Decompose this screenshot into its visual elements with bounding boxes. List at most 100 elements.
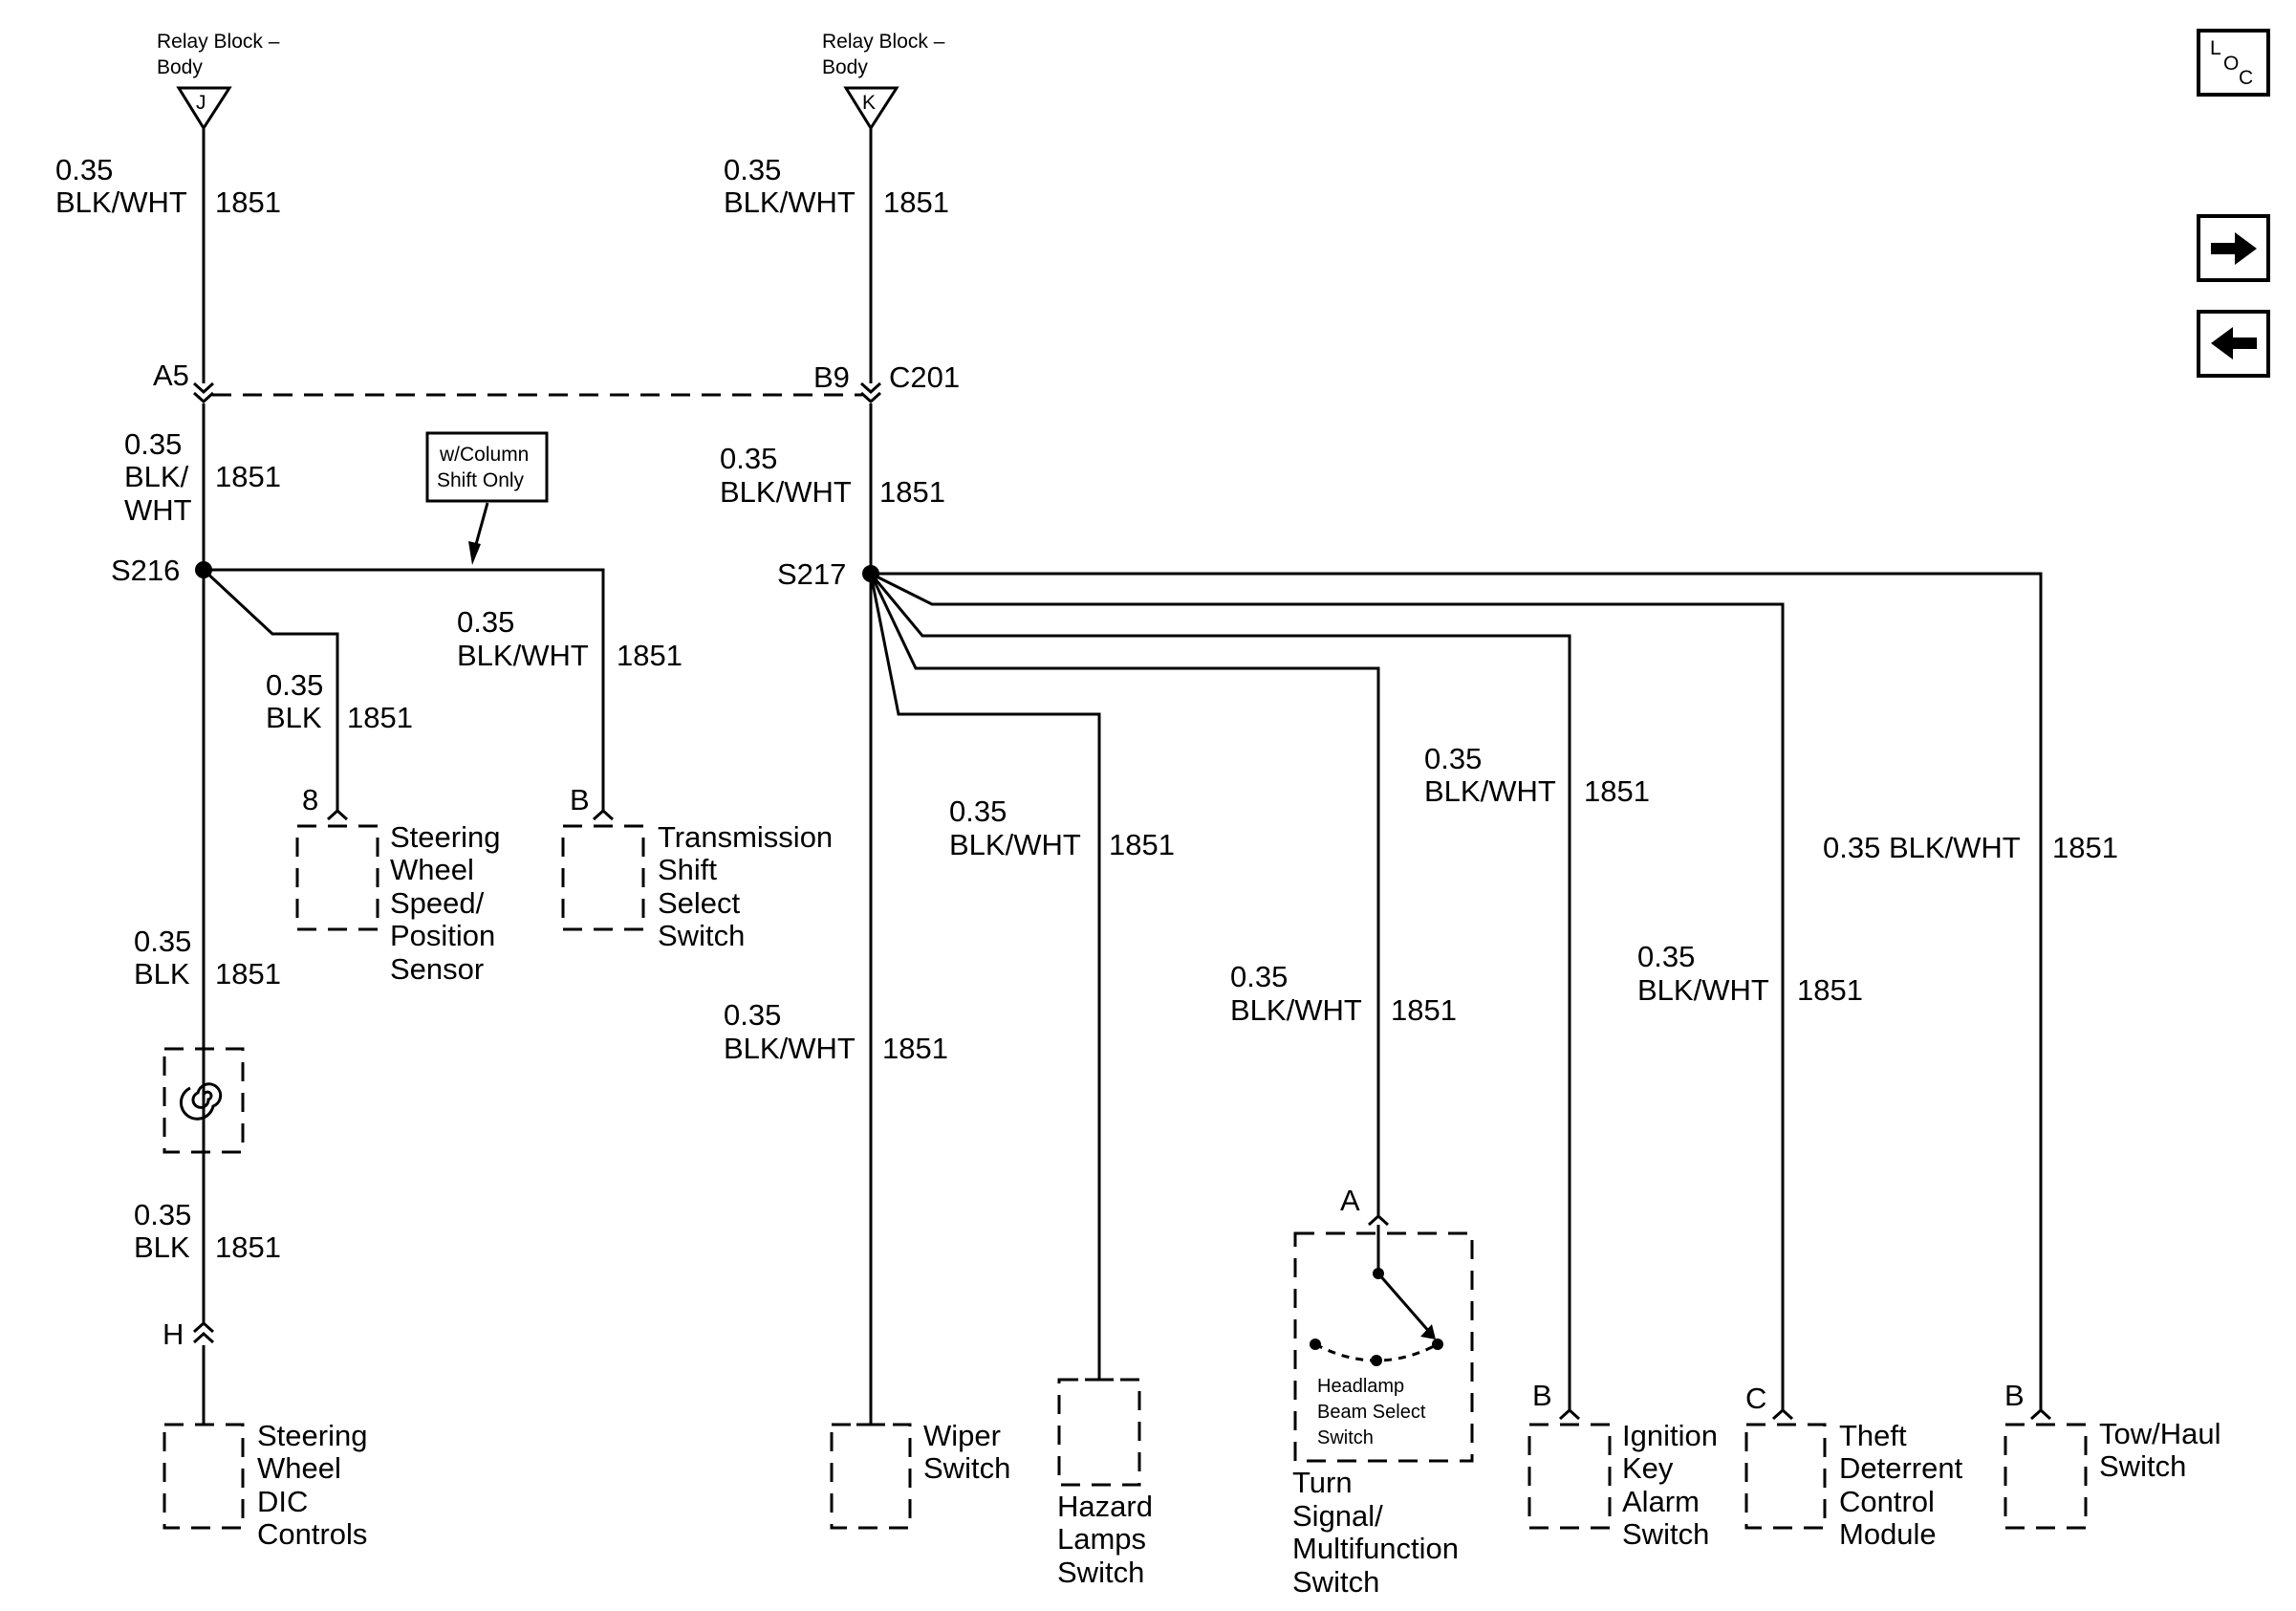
svg-text:0.35: 0.35	[134, 925, 191, 958]
arrow-left-icon	[2211, 327, 2257, 359]
svg-text:1851: 1851	[1584, 774, 1650, 808]
terminal-tow-haul	[2029, 1407, 2052, 1421]
pin-theft: C	[1745, 1382, 1766, 1415]
svg-text:0.35: 0.35	[1424, 742, 1482, 775]
arrow-right-icon	[2211, 232, 2257, 265]
c201-pin-b9: B9	[813, 360, 850, 394]
svg-text:Hazard: Hazard	[1057, 1490, 1153, 1523]
wire-label-w9: 0.35 BLK/WHT 1851	[724, 998, 948, 1065]
svg-text:Signal/: Signal/	[1292, 1499, 1383, 1533]
hazard-box	[1057, 1378, 1141, 1487]
wire-s216-to-trans-switch	[204, 568, 605, 811]
svg-text:1851: 1851	[215, 1230, 281, 1264]
c201-name: C201	[889, 360, 960, 394]
svg-text:1851: 1851	[1109, 828, 1175, 861]
svg-text:BLK/WHT: BLK/WHT	[1637, 973, 1769, 1007]
source-j-terminal-letter: J	[196, 92, 206, 114]
terminal-steering-sensor	[326, 808, 349, 821]
svg-text:Switch: Switch	[1317, 1427, 1374, 1448]
splice-s217-label: S217	[777, 557, 846, 591]
svg-text:1851: 1851	[215, 185, 281, 219]
svg-text:0.35: 0.35	[1637, 940, 1695, 973]
svg-text:Shift Only: Shift Only	[437, 469, 525, 491]
turn-signal-label: Turn Signal/ Multifunction Switch	[1292, 1466, 1459, 1599]
source-k-terminal	[843, 86, 899, 131]
svg-text:BLK: BLK	[134, 1230, 190, 1264]
svg-text:Key: Key	[1622, 1451, 1674, 1485]
c201-pin-a5: A5	[153, 359, 189, 392]
wire-label-w14: 0.35 BLK/WHT 1851	[1823, 831, 2118, 864]
svg-text:Theft: Theft	[1839, 1419, 1907, 1452]
svg-text:BLK/WHT: BLK/WHT	[724, 185, 856, 219]
svg-text:Alarm: Alarm	[1622, 1485, 1700, 1518]
svg-text:1851: 1851	[883, 185, 949, 219]
svg-text:Switch: Switch	[923, 1451, 1010, 1485]
svg-text:0.35: 0.35	[266, 668, 323, 702]
svg-text:BLK/WHT: BLK/WHT	[949, 828, 1081, 861]
svg-text:Module: Module	[1839, 1517, 1937, 1551]
svg-text:BLK/WHT: BLK/WHT	[720, 475, 852, 509]
wire-s217-to-ignition	[869, 573, 1571, 1410]
trans-switch-box	[561, 824, 645, 931]
svg-text:Switch: Switch	[1292, 1565, 1379, 1599]
source-j-terminal	[176, 86, 232, 131]
svg-text:1851: 1851	[1391, 993, 1457, 1027]
pin-trans-switch: B	[570, 783, 590, 816]
svg-text:0.35: 0.35	[457, 605, 514, 639]
wire-label-w4: 0.35 BLK/WHT 1851	[720, 442, 945, 509]
svg-text:BLK/WHT: BLK/WHT	[457, 639, 589, 672]
terminal-trans-switch	[592, 808, 615, 821]
wire-s217-to-hazard	[869, 573, 1101, 1380]
svg-text:Switch: Switch	[658, 919, 745, 952]
svg-text:1851: 1851	[617, 639, 682, 672]
ignition-label: Ignition Key Alarm Switch	[1622, 1419, 1718, 1551]
wire-s217-to-tow-haul	[871, 572, 2043, 1410]
wire-label-w3: 0.35 BLK/ WHT 1851	[124, 427, 281, 527]
svg-text:Wheel: Wheel	[257, 1451, 341, 1485]
svg-text:0.35: 0.35	[134, 1198, 191, 1231]
svg-text:Deterrent: Deterrent	[1839, 1451, 1963, 1485]
terminal-theft	[1771, 1407, 1794, 1421]
svg-text:0.35: 0.35	[55, 153, 113, 186]
svg-text:Select: Select	[658, 886, 741, 920]
svg-text:Controls: Controls	[257, 1517, 367, 1551]
svg-text:BLK/WHT: BLK/WHT	[1424, 774, 1556, 808]
dic-box	[162, 1423, 245, 1530]
svg-text:Wheel: Wheel	[390, 853, 474, 886]
wire-label-w12: 0.35 BLK/WHT 1851	[1424, 742, 1650, 808]
svg-text:Turn: Turn	[1292, 1466, 1353, 1499]
terminal-turn-signal	[1367, 1213, 1390, 1227]
loc-button[interactable]: L O C	[2197, 29, 2270, 97]
svg-text:1851: 1851	[879, 475, 945, 509]
svg-text:Headlamp: Headlamp	[1317, 1376, 1404, 1397]
svg-text:Speed/: Speed/	[390, 886, 485, 920]
svg-text:BLK: BLK	[134, 957, 190, 991]
svg-text:BLK: BLK	[266, 701, 322, 734]
turn-signal-box	[1293, 1231, 1474, 1463]
wire-s216-to-steering-sensor	[202, 568, 339, 811]
tow-haul-box	[2004, 1423, 2088, 1530]
svg-text:Sensor: Sensor	[390, 952, 484, 986]
steering-sensor-label: Steering Wheel Speed/ Position Sensor	[390, 820, 500, 986]
svg-text:BLK/: BLK/	[124, 460, 189, 493]
svg-text:WHT: WHT	[124, 493, 192, 527]
tow-haul-label: Tow/Haul Switch	[2099, 1417, 2221, 1483]
pin-steering-sensor: 8	[302, 783, 318, 816]
wire-label-w7: 0.35 BLK 1851	[134, 925, 281, 991]
headlamp-label: Headlamp Beam Select Switch	[1317, 1376, 1426, 1448]
wire-s217-to-turn-signal	[869, 573, 1380, 1216]
back-button[interactable]	[2197, 310, 2270, 378]
terminal-dic-1	[192, 1320, 215, 1334]
svg-text:L: L	[2210, 37, 2221, 59]
source-j-label-2: Body	[157, 56, 203, 78]
pin-tow-haul: B	[2004, 1379, 2025, 1412]
svg-text:1851: 1851	[347, 701, 413, 734]
svg-text:Steering: Steering	[390, 820, 500, 854]
forward-button[interactable]	[2197, 214, 2270, 282]
svg-text:C: C	[2239, 67, 2253, 89]
svg-text:Switch: Switch	[1057, 1556, 1144, 1589]
pin-dic: H	[162, 1317, 184, 1351]
ignition-box	[1527, 1423, 1612, 1530]
svg-text:BLK/WHT: BLK/WHT	[55, 185, 187, 219]
connector-c201	[192, 381, 882, 404]
